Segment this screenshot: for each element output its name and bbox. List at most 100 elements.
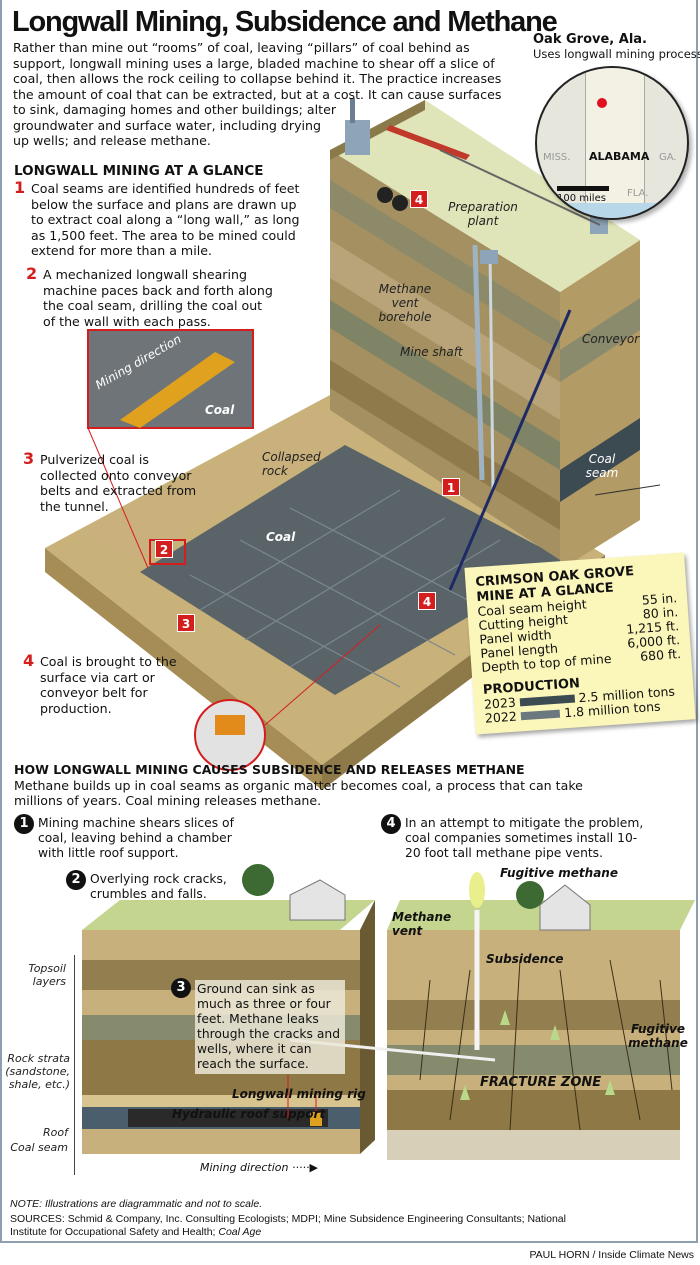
step-text: Ground can sink as much as three or four…	[197, 982, 340, 1071]
sources: SOURCES: Schmid & Company, Inc. Consulti…	[10, 1213, 570, 1239]
step-badge: 4	[381, 814, 401, 834]
coal-pile	[377, 187, 393, 203]
glance-heading: LONGWALL MINING AT A GLANCE	[14, 163, 264, 179]
coal-label: Coal	[266, 530, 296, 544]
collapsed-rock	[85, 408, 365, 560]
note: NOTE: Illustrations are diagrammatic and…	[10, 1198, 263, 1210]
scale-bar	[557, 186, 609, 191]
subsidence-step-3: 3 Ground can sink as much as three or fou…	[171, 978, 345, 1074]
coal-panel	[140, 445, 565, 695]
state-label: ALABAMA	[589, 150, 650, 163]
step-text: Overlying rock cracks, crumbles and fall…	[90, 872, 227, 901]
fractures	[419, 959, 673, 1131]
credit: PAUL HORN / Inside Climate News	[529, 1249, 694, 1261]
conveyor-belt	[448, 309, 572, 591]
intro-line: the amount of coal that can be extracted…	[13, 86, 502, 102]
intro-line: up wells; and release methane.	[13, 133, 211, 148]
step-badge: 3	[171, 978, 191, 998]
inset-coal-label: Coal	[205, 403, 235, 417]
neighbor-label: GA.	[659, 152, 677, 163]
collapsed-rock-label: Collapsed rock	[262, 450, 321, 478]
step-text: A mechanized longwall shearing machine p…	[43, 267, 273, 329]
locator-caption: Oak Grove, Ala. Uses longwall mining pro…	[533, 32, 700, 61]
step-text: Coal seams are identified hundreds of fe…	[31, 181, 300, 258]
tree	[242, 864, 274, 896]
intro-line: to sink, damaging homes and other buildi…	[13, 102, 337, 117]
step-text: In an attempt to mitigate the problem, c…	[405, 816, 644, 860]
neighbor-label: MISS.	[543, 152, 571, 163]
intro-line: groundwater and surface water, including…	[13, 117, 322, 133]
mining-direction: Mining direction ·····▶	[200, 1161, 318, 1174]
rig-label: Longwall mining rig	[232, 1087, 366, 1101]
mining-direction-label: Mining direction	[200, 1161, 289, 1174]
conveyor-label: Conveyor	[582, 332, 640, 346]
page-title: Longwall Mining, Subsidence and Methane	[12, 6, 558, 38]
fugitive-methane-label: Fugitive methane	[500, 866, 618, 880]
intro-text: Rather than mine out “rooms” of coal, le…	[13, 40, 502, 149]
roof-support-label: Hydraulic roof support	[172, 1107, 326, 1121]
vent-borehole-label: Methane vent borehole	[378, 282, 432, 324]
mine-shaft-label: Mine shaft	[400, 345, 463, 359]
rock-strata-label: Rock strata (sandstone, shale, etc.)	[5, 1052, 70, 1091]
longwall-mine-diagram	[45, 98, 661, 790]
vent-borehole	[488, 249, 495, 491]
intro-line: support, longwall mining uses a large, b…	[13, 55, 495, 71]
step-number: 2	[26, 264, 38, 283]
mine-shaft	[472, 244, 485, 481]
marker-4-surface: 4	[410, 190, 428, 208]
infographic-frame	[0, 0, 698, 1243]
coal-train	[386, 125, 470, 160]
scale-label: 100 miles	[557, 193, 606, 204]
step-badge: 1	[14, 814, 34, 834]
prod-year: 2022	[484, 708, 518, 726]
house	[539, 884, 591, 931]
intro-line: Rather than mine out “rooms” of coal, le…	[13, 40, 470, 55]
topsoil-label: Topsoil layers	[28, 962, 66, 988]
step-number: 3	[23, 449, 35, 468]
locator-title: Oak Grove, Ala.	[533, 32, 647, 47]
step-text: Pulverized coal is collected onto convey…	[40, 452, 197, 514]
glance-item-2: 2 A mechanized longwall shearing machine …	[26, 266, 273, 329]
step-text: Mining machine shears slices of coal, le…	[38, 816, 234, 860]
plant-building	[345, 120, 370, 155]
sources-text: SOURCES: Schmid & Company, Inc. Consulti…	[10, 1213, 566, 1238]
prep-plant-label: Preparation plant	[448, 200, 518, 228]
glance-item-1: 1 Coal seams are identified hundreds of f…	[14, 180, 301, 259]
sources-italic: Coal Age	[218, 1226, 262, 1238]
coal-seam-label: Coal seam	[585, 452, 619, 480]
production-bar	[520, 709, 561, 721]
marker-4: 4	[418, 592, 436, 610]
subsidence-heading: HOW LONGWALL MINING CAUSES SUBSIDENCE AN…	[14, 762, 525, 777]
step-badge: 2	[66, 870, 86, 890]
locator-subtitle: Uses longwall mining process	[533, 47, 700, 61]
intro-line: coal, then allows the rock ceiling to co…	[13, 71, 502, 86]
shearer-inset	[87, 329, 254, 429]
subsidence-label: Subsidence	[486, 952, 564, 966]
mine-card: CRIMSON OAK GROVE MINE AT A GLANCE Coal …	[464, 552, 696, 735]
subsidence-intro: Methane builds up in coal seams as organ…	[14, 778, 583, 808]
surface	[330, 100, 640, 292]
roof-label: Roof	[43, 1126, 68, 1139]
fracture-zone-label: FRACTURE ZONE	[480, 1075, 602, 1090]
fugitive-methane-label: Fugitive methane	[628, 1022, 688, 1050]
glance-item-3: 3 Pulverized coal is collected onto conve…	[23, 451, 205, 514]
methane-vent-label: Methane vent	[392, 910, 452, 938]
marker-3: 3	[177, 614, 195, 632]
locator-map: ALABAMA MISS. GA. FLA. 100 miles	[535, 66, 689, 220]
marker-1: 1	[442, 478, 460, 496]
methane-plume	[469, 872, 485, 908]
subsidence-cross-sections	[82, 864, 695, 1160]
layer-bracket	[74, 955, 80, 1175]
coal-seam-label: Coal seam	[10, 1141, 68, 1154]
location-dot	[597, 98, 607, 108]
step-number: 1	[14, 178, 26, 197]
house	[289, 879, 346, 921]
stat-value: 680 ft.	[639, 646, 682, 664]
step-number: 4	[23, 651, 35, 670]
methane-arrows	[460, 1010, 615, 1100]
neighbor-label: FLA.	[627, 188, 649, 199]
